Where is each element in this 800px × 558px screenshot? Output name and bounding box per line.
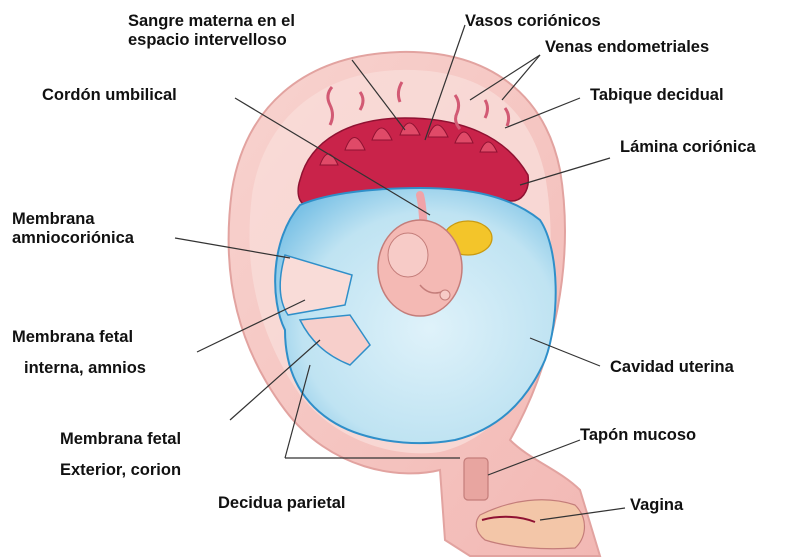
embryo — [378, 220, 462, 316]
label-membrana-amniocorionica: Membrana amniocoriónica — [12, 210, 134, 248]
label-vasos-corionicos: Vasos coriónicos — [465, 12, 601, 31]
label-membrana-interna-line2: interna, amnios — [12, 353, 146, 384]
label-membrana-exterior-line2: Exterior, corion — [60, 455, 181, 486]
label-sangre-line1: Sangre materna en el — [128, 12, 295, 31]
label-sangre-line2: espacio intervelloso — [128, 31, 295, 50]
label-lamina-corionica: Lámina coriónica — [620, 138, 756, 157]
label-sangre-materna: Sangre materna en el espacio intervellos… — [128, 12, 295, 50]
label-cavidad-uterina: Cavidad uterina — [610, 358, 734, 377]
label-venas-endometriales: Venas endometriales — [545, 38, 709, 57]
label-membrana-exterior-line1: Membrana fetal — [60, 424, 181, 455]
label-vagina: Vagina — [630, 496, 683, 515]
label-membrana-amnio-line1: Membrana — [12, 210, 134, 229]
mucus-plug — [464, 458, 488, 500]
label-membrana-interna: Membrana fetal interna, amnios — [12, 322, 146, 385]
label-tapon-mucoso: Tapón mucoso — [580, 426, 696, 445]
label-membrana-interna-line1: Membrana fetal — [12, 322, 146, 353]
label-decidua-parietal: Decidua parietal — [218, 494, 345, 513]
label-membrana-exterior: Membrana fetal Exterior, corion — [60, 424, 181, 487]
label-membrana-amnio-line2: amniocoriónica — [12, 229, 134, 248]
label-cordon-umbilical: Cordón umbilical — [42, 86, 177, 105]
label-tabique-decidual: Tabique decidual — [590, 86, 724, 105]
